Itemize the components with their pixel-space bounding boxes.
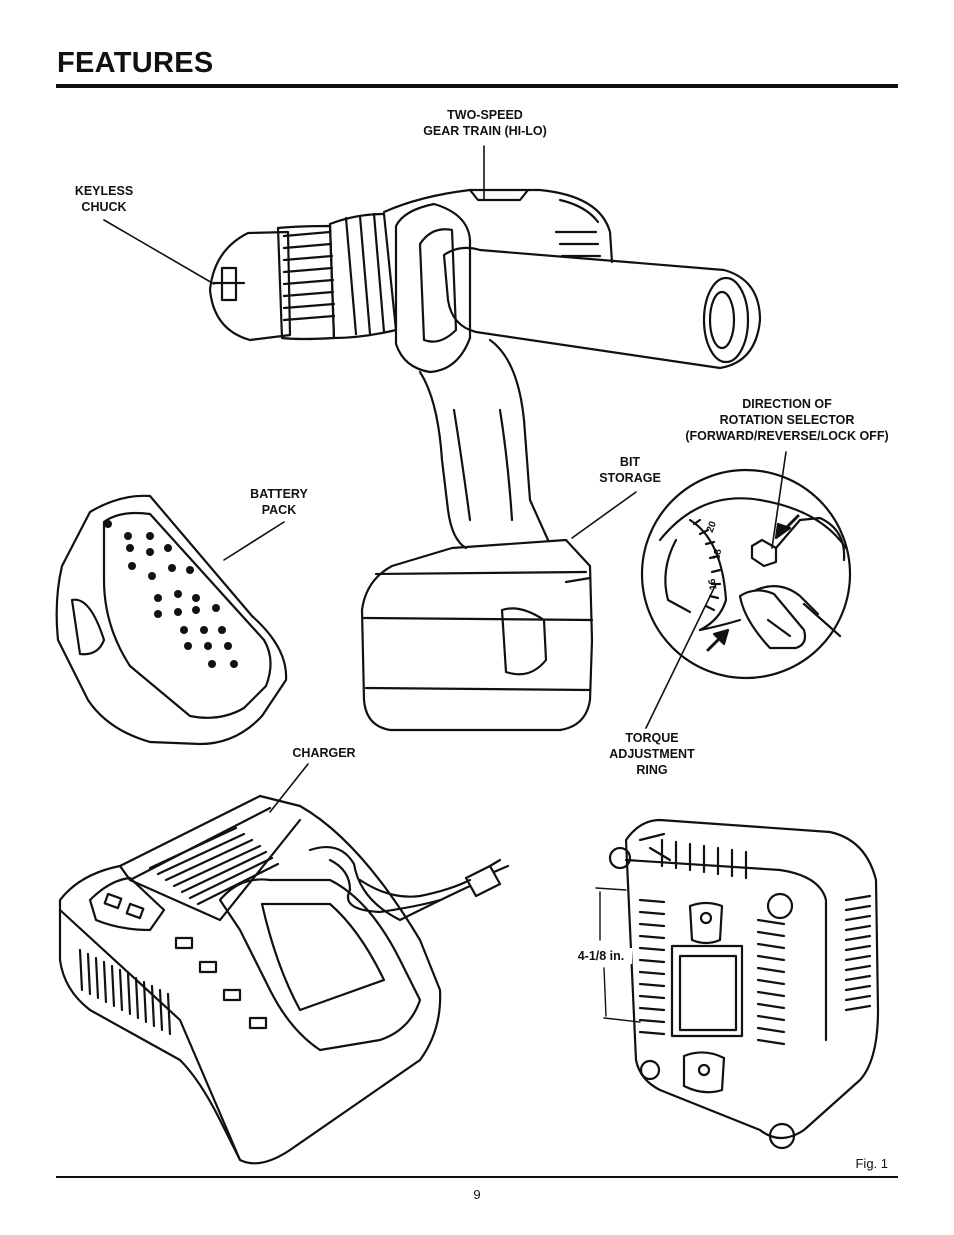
callout-two-speed-gear-train: TWO-SPEED GEAR TRAIN (HI-LO): [420, 107, 550, 139]
callout-line: PACK: [261, 503, 297, 517]
battery-pack-illustration: [55, 494, 288, 746]
charger-illustration: [58, 794, 510, 1165]
callout-line: CHARGER: [292, 746, 356, 760]
callout-line: KEYLESS: [74, 184, 134, 198]
keyless-chuck-part: [208, 224, 336, 342]
callout-charger: CHARGER: [286, 745, 362, 761]
callout-direction-selector: DIRECTION OF ROTATION SELECTOR (FORWARD/…: [680, 396, 894, 444]
footer-rule: [56, 1176, 898, 1178]
page-title: FEATURES: [57, 47, 214, 79]
leader-lines: [103, 145, 787, 813]
header-rule: [56, 84, 898, 88]
drill-illustration: [208, 188, 762, 732]
callout-line: BATTERY: [250, 487, 308, 501]
callout-line: (FORWARD/REVERSE/LOCK OFF): [685, 429, 889, 443]
callout-line: TWO-SPEED: [447, 108, 523, 122]
selector-detail-circle: 20 18 16: [640, 468, 852, 680]
torque-scale-20: 20: [705, 520, 719, 535]
callout-line: STORAGE: [599, 471, 661, 485]
callout-line: DIRECTION OF: [742, 397, 832, 411]
torque-scale-16: 16: [707, 577, 720, 590]
battery-vents: [104, 520, 238, 668]
page-number: 9: [473, 1187, 481, 1202]
torque-scale-labels: 20 18 16: [705, 520, 724, 591]
callout-battery-pack: BATTERY PACK: [242, 486, 316, 518]
charger-back-illustration: [595, 818, 880, 1150]
callout-line: CHUCK: [81, 200, 127, 214]
torque-scale-18: 18: [711, 548, 724, 561]
callout-line: GEAR TRAIN (HI-LO): [423, 124, 547, 138]
callout-line: 4-1/8 in.: [577, 949, 625, 963]
callout-line: RING: [636, 763, 668, 777]
callout-bit-storage: BIT STORAGE: [594, 454, 666, 486]
callout-mount-spacing: 4-1/8 in.: [570, 948, 632, 964]
callout-line: ROTATION SELECTOR: [719, 413, 855, 427]
callout-line: BIT: [619, 455, 641, 469]
callout-line: TORQUE: [625, 731, 679, 745]
figure-label: Fig. 1: [855, 1156, 888, 1171]
callout-line: ADJUSTMENT: [609, 747, 695, 761]
callout-torque-adjustment-ring: TORQUE ADJUSTMENT RING: [604, 730, 700, 778]
drill-battery-part: [360, 538, 594, 732]
callout-keyless-chuck: KEYLESS CHUCK: [64, 183, 144, 215]
